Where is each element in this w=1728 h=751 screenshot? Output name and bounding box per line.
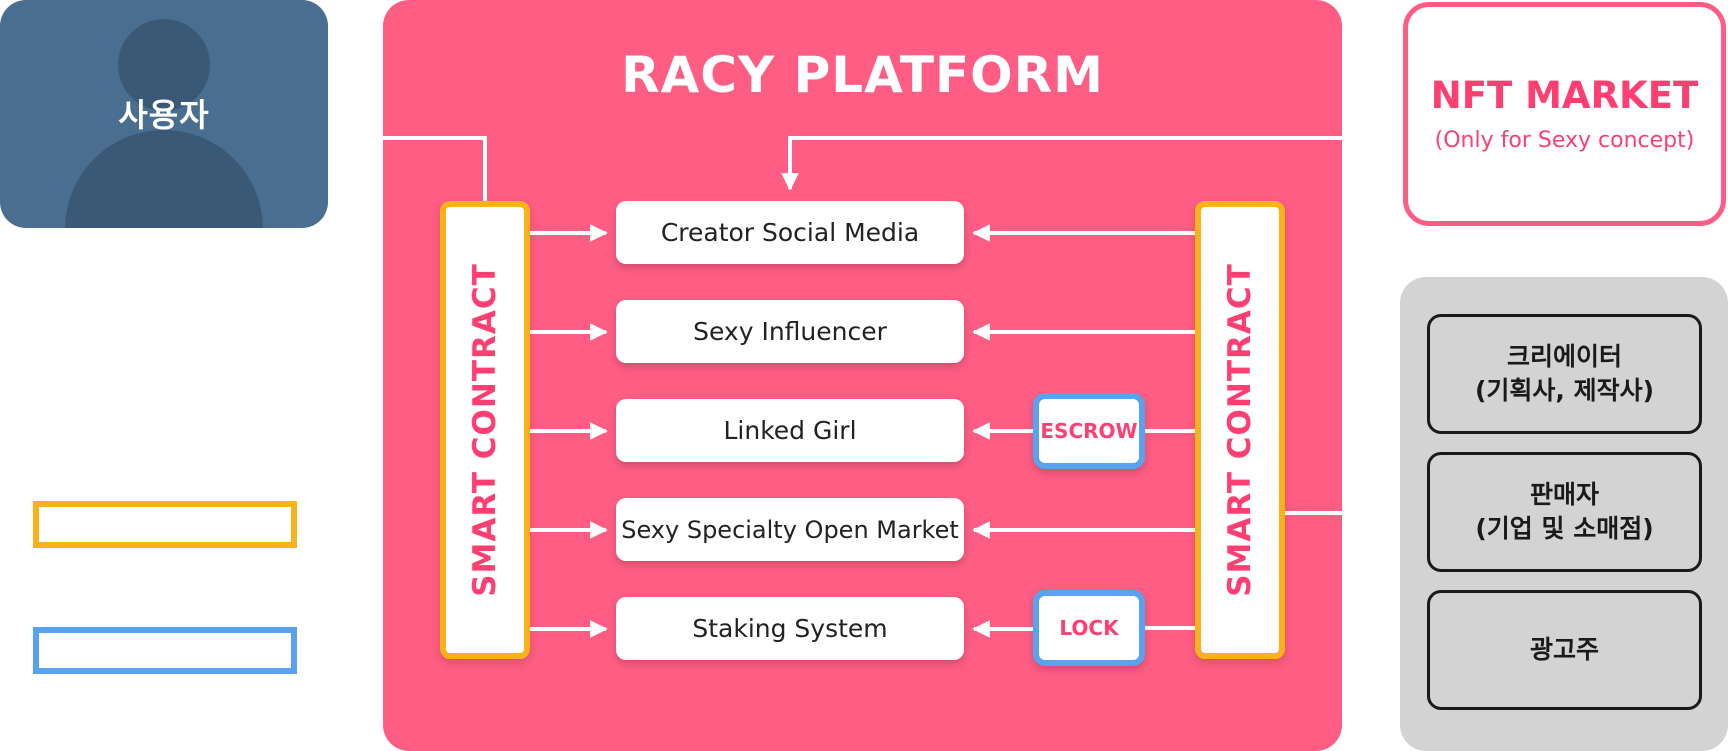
participant-advertiser: 광고주 — [1427, 590, 1702, 710]
module-label: Linked Girl — [723, 416, 857, 445]
module-label: Sexy Influencer — [693, 317, 887, 346]
smart-contract-left: SMART CONTRACT — [440, 201, 530, 659]
escrow-tag: ESCROW — [1033, 393, 1145, 469]
user-avatar-head — [118, 19, 210, 111]
user-card: 사용자 — [0, 0, 328, 228]
lock-label: LOCK — [1059, 616, 1119, 640]
module-creator-social-media: Creator Social Media — [616, 201, 964, 264]
user-to-contract-line — [383, 136, 487, 201]
legend-tag-swatch — [33, 627, 297, 674]
participant-line1: 크리에이터 — [1506, 342, 1622, 371]
smart-contract-right: SMART CONTRACT — [1195, 201, 1285, 659]
module-label: Sexy Specialty Open Market — [621, 515, 959, 544]
user-label: 사용자 — [118, 96, 210, 134]
module-sexy-influencer: Sexy Influencer — [616, 300, 964, 363]
participant-line2: (기획사, 제작사) — [1474, 376, 1655, 405]
participant-creator: 크리에이터 (기획사, 제작사) — [1427, 314, 1702, 434]
module-linked-girl: Linked Girl — [616, 399, 964, 462]
platform-title: RACY PLATFORM — [621, 46, 1104, 104]
module-label: Creator Social Media — [660, 218, 920, 247]
legend-smart-contract-swatch — [33, 501, 297, 548]
smart-contract-right-label: SMART CONTRACT — [1222, 263, 1258, 597]
participant-seller: 판매자 (기업 및 소매점) — [1427, 452, 1702, 572]
nft-to-creator-line — [781, 136, 1342, 191]
module-staking-system: Staking System — [616, 597, 964, 660]
module-open-market: Sexy Specialty Open Market — [616, 498, 964, 561]
participant-line1: 판매자 — [1529, 480, 1599, 509]
escrow-label: ESCROW — [1040, 419, 1138, 443]
participant-line1: 광고주 — [1529, 635, 1599, 664]
nft-market-box — [1403, 2, 1726, 226]
nft-market-title: NFT MARKET — [1430, 74, 1699, 117]
lock-tag: LOCK — [1033, 590, 1145, 666]
nft-market-subtitle: (Only for Sexy concept) — [1434, 128, 1695, 153]
participant-line2: (기업 및 소매점) — [1475, 514, 1654, 543]
module-label: Staking System — [692, 614, 888, 643]
smart-contract-left-label: SMART CONTRACT — [467, 263, 503, 597]
